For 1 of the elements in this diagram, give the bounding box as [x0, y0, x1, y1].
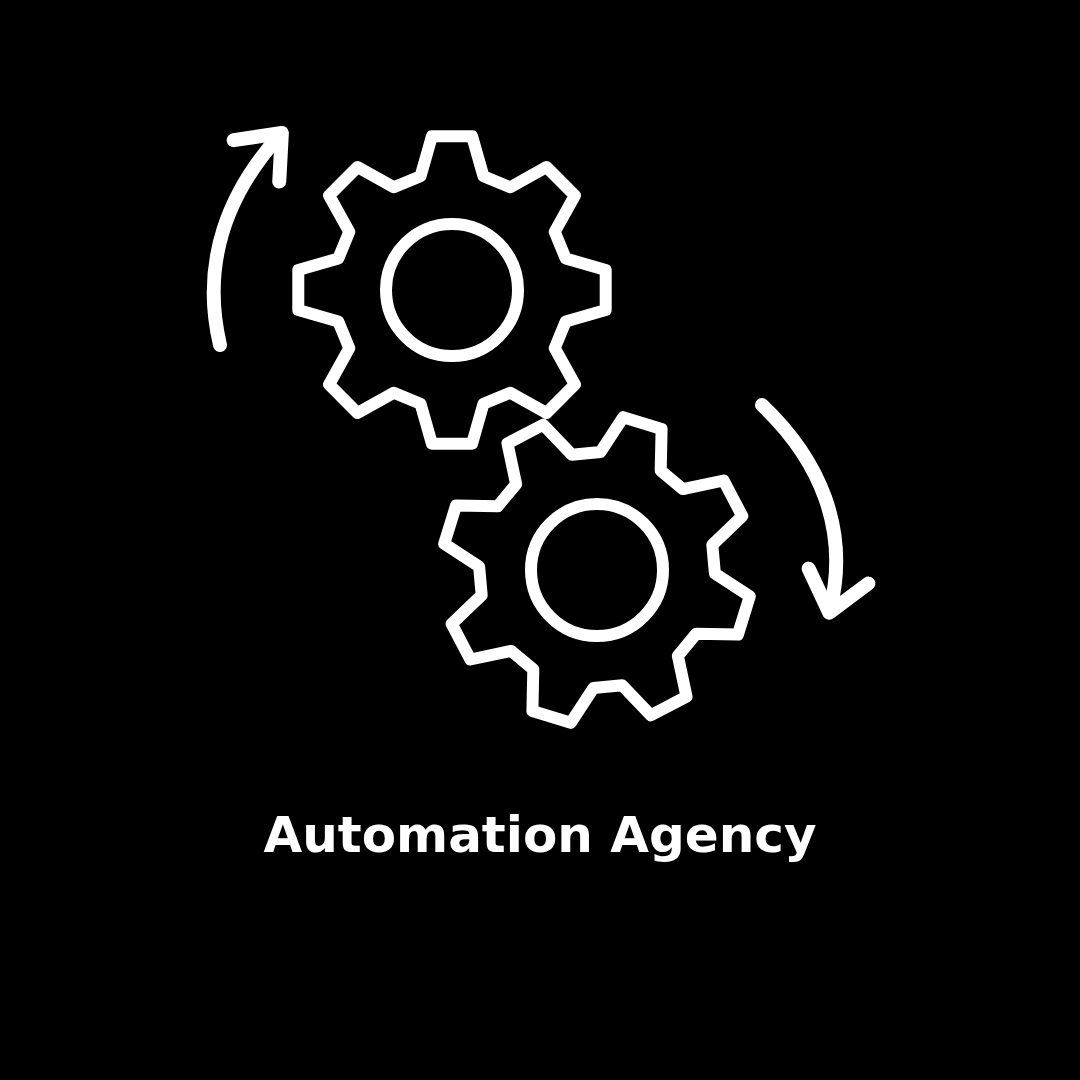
title: Automation Agency	[262, 805, 818, 866]
